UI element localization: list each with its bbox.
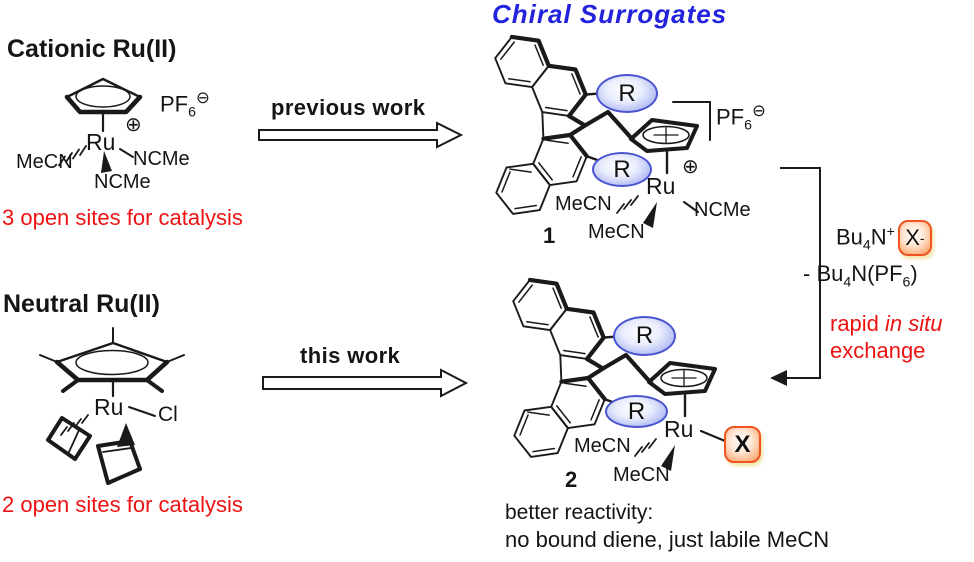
pf-subscript: 6 <box>744 116 752 133</box>
r-label: R <box>618 79 636 107</box>
previous-work-label: previous work <box>271 95 426 120</box>
neutral-note: 2 open sites for catalysis <box>2 492 243 517</box>
complex1-counterion-label: PF6⊖ <box>716 102 766 133</box>
complex2-ru-label: Ru <box>664 416 694 442</box>
complex2-number: 2 <box>565 467 578 492</box>
r-label: R <box>627 397 646 425</box>
cationic-ncme-right-label: NCMe <box>133 148 190 170</box>
pf-text: PF <box>160 91 189 117</box>
complex2-x-badge: X <box>724 426 761 463</box>
complex1-number: 1 <box>543 223 556 248</box>
cationic-ru-label: Ru <box>86 129 116 155</box>
cationic-mecn-left-label: MeCN <box>16 151 73 173</box>
minus-charge-icon: ⊖ <box>195 89 210 107</box>
complex2-caption-line1: better reactivity: <box>505 501 654 524</box>
this-work-arrow <box>262 368 469 398</box>
note-prefix: rapid <box>830 311 886 336</box>
r-substituent-oval-1-bottom: R <box>592 152 652 187</box>
complex1-mecn-left-label: MeCN <box>555 193 612 215</box>
byproduct-mid: N(PF <box>851 261 903 286</box>
x-label: X <box>734 430 751 458</box>
byproduct-sub4: 4 <box>843 273 852 290</box>
r-label: R <box>613 155 631 183</box>
exchange-note-line2: exchange <box>830 338 926 363</box>
complex2-metal-fragment <box>634 429 727 471</box>
r-substituent-oval-1-top: R <box>596 74 658 113</box>
neutral-cl-label: Cl <box>158 403 178 426</box>
byproduct-line: - Bu4N(PF6) <box>803 262 918 289</box>
note-italic: in situ <box>885 311 943 336</box>
neutral-ru-label: Ru <box>94 394 124 420</box>
minus-charge-icon: ⊖ <box>751 102 766 120</box>
plus-charge-icon: ⊕ <box>125 114 142 136</box>
n-text: N <box>870 224 887 250</box>
byproduct-prefix: - Bu <box>803 261 844 286</box>
complex2-caption-line2: no bound diene, just labile MeCN <box>505 527 830 552</box>
bu-subscript: 4 <box>862 236 871 253</box>
exchange-reagent-line: Bu4N+ X- <box>836 220 932 256</box>
cationic-ncme-bottom-label: NCMe <box>94 171 151 193</box>
bu4n-cation-label: Bu4N+ <box>836 222 895 253</box>
cationic-complex-drawing <box>58 77 143 173</box>
exchange-connector-arrow <box>770 167 821 386</box>
pf-subscript: 6 <box>188 103 196 120</box>
cationic-note: 3 open sites for catalysis <box>2 205 243 230</box>
neutral-heading: Neutral Ru(II) <box>3 290 160 318</box>
exchange-note-line1: rapid in situ <box>830 312 943 335</box>
minus-superscript: - <box>919 229 925 246</box>
complex1-mecn-bottom-label: MeCN <box>588 221 645 243</box>
cationic-heading: Cationic Ru(II) <box>7 35 177 63</box>
previous-work-arrow <box>258 121 464 149</box>
complex1-ru-label: Ru <box>646 173 676 199</box>
this-work-label: this work <box>300 343 401 368</box>
complex1-ncme-right-label: NCMe <box>694 199 751 221</box>
chiral-surrogates-title: Chiral Surrogates <box>492 0 728 29</box>
pf-text: PF <box>716 104 745 130</box>
complex2-mecn-bottom-label: MeCN <box>613 464 670 486</box>
complex2-mecn-left-label: MeCN <box>574 435 631 457</box>
plus-superscript: + <box>886 222 895 239</box>
bu-text: Bu <box>836 224 863 250</box>
r-substituent-oval-2-bottom: R <box>605 395 668 428</box>
r-substituent-oval-2-top: R <box>613 316 676 356</box>
byproduct-suffix: ) <box>910 261 918 286</box>
byproduct-sub6: 6 <box>902 273 911 290</box>
anion-x-badge: X- <box>897 220 932 256</box>
r-label: R <box>635 322 654 349</box>
x-label: X <box>905 225 920 251</box>
complex1-metal-fragment <box>616 101 711 228</box>
neutral-complex-drawing <box>39 327 185 485</box>
cationic-counterion-label: PF6⊖ <box>160 89 210 120</box>
plus-charge-icon: ⊕ <box>682 156 699 178</box>
